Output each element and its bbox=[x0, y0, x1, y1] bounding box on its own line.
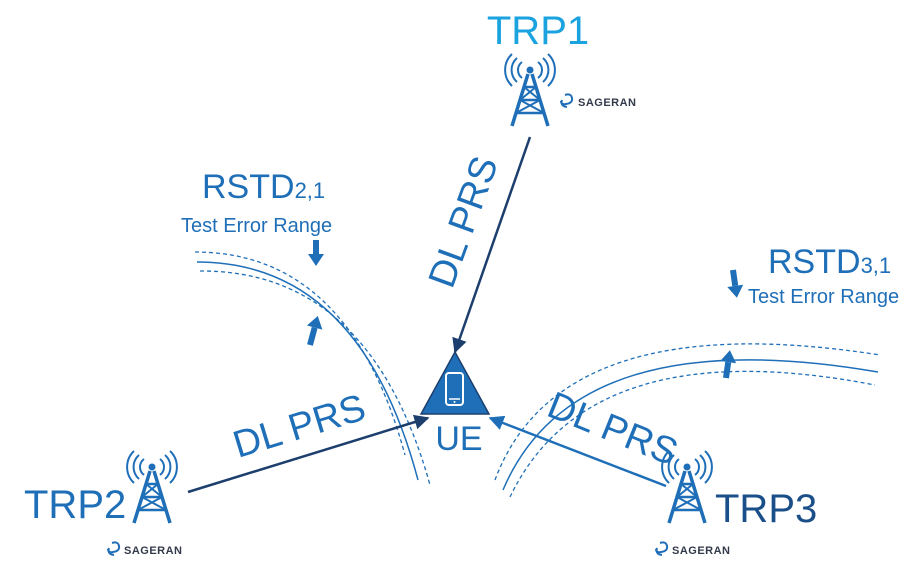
trp1-label: TRP1 bbox=[487, 9, 589, 53]
rstd-right-caption: Test Error Range bbox=[748, 286, 899, 308]
trp2-label: TRP2 bbox=[24, 483, 126, 527]
trp2-tower-icon bbox=[125, 449, 179, 525]
trp1-brand-text: SAGERAN bbox=[578, 97, 637, 109]
rstd-left-arcs bbox=[194, 251, 431, 486]
trp1-sageran-logo bbox=[560, 93, 574, 108]
trp2-sageran-logo bbox=[107, 541, 121, 556]
rstd-right-main: RSTD bbox=[768, 243, 861, 281]
error-arrows bbox=[306, 240, 744, 379]
trp1-tower-icon bbox=[503, 52, 557, 128]
link-trp2-to-ue bbox=[187, 414, 430, 494]
svg-text:RSTD3,1: RSTD3,1 bbox=[768, 243, 891, 281]
rstd-right-label: RSTD3,1 Test Error Range bbox=[748, 243, 899, 308]
trp3-label: TRP3 bbox=[715, 487, 817, 531]
trp1-node: TRP1 SAGERAN bbox=[487, 9, 637, 128]
rstd-right-arc-outer bbox=[494, 343, 881, 481]
svg-text:RSTD2,1: RSTD2,1 bbox=[202, 168, 325, 206]
rstd-right-arc-inner bbox=[509, 370, 876, 498]
rstd-left-caption: Test Error Range bbox=[181, 215, 332, 237]
rstd-left-main: RSTD bbox=[202, 168, 295, 206]
rstd-right-arcs bbox=[494, 343, 881, 498]
trp3-node: TRP3 SAGERAN bbox=[655, 449, 817, 557]
rstd-left-arc-main bbox=[196, 261, 419, 481]
trp2-node: TRP2 SAGERAN bbox=[24, 449, 183, 557]
link-trp1-to-ue bbox=[452, 136, 532, 354]
trp2-brand-text: SAGERAN bbox=[124, 545, 183, 557]
rstd-left-error-arrow-up bbox=[306, 316, 323, 346]
mobile-phone-icon bbox=[445, 372, 464, 406]
rstd-right-error-arrow-down bbox=[727, 269, 744, 298]
ue-label: UE bbox=[435, 420, 482, 458]
rstd-right-sub: 3,1 bbox=[861, 253, 892, 278]
ue-node: UE bbox=[419, 350, 491, 458]
link-label-trp1: DL PRS bbox=[421, 151, 507, 293]
rstd-left-arc-outer bbox=[194, 251, 406, 456]
ue-triangle bbox=[419, 350, 491, 415]
rstd-left-error-arrow-down bbox=[308, 240, 324, 266]
trp3-tower-icon bbox=[660, 449, 714, 525]
rstd-right-error-arrow-up bbox=[720, 350, 737, 379]
rstd-right-arc-main bbox=[502, 359, 879, 491]
rstd-left-arc-inner bbox=[199, 270, 431, 486]
rstd-left-label: RSTD2,1 Test Error Range bbox=[181, 168, 332, 237]
link-label-trp2: DL PRS bbox=[228, 387, 370, 467]
trp3-sageran-logo bbox=[655, 541, 669, 556]
link-trp3-to-ue bbox=[488, 415, 667, 488]
dl-prs-links bbox=[187, 136, 667, 494]
rstd-left-sub: 2,1 bbox=[295, 178, 326, 203]
trp3-brand-text: SAGERAN bbox=[672, 545, 731, 557]
